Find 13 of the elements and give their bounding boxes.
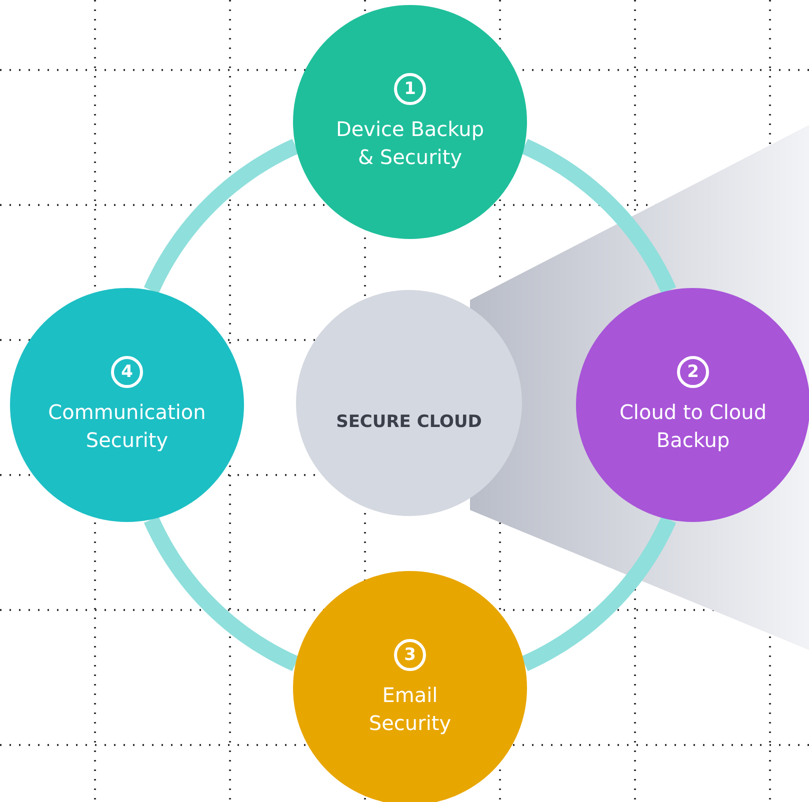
ring-arc bbox=[521, 516, 676, 672]
step-number: 1 bbox=[394, 73, 426, 105]
step-number: 4 bbox=[111, 356, 143, 388]
step-number: 2 bbox=[677, 356, 709, 388]
ring-arc bbox=[144, 516, 299, 672]
service-label: Device Backup & Security bbox=[334, 116, 486, 171]
center-label: SECURE CLOUD bbox=[336, 411, 482, 434]
ring-arc bbox=[521, 138, 676, 294]
service-label: Email Security bbox=[368, 682, 452, 737]
service-label: Cloud to Cloud Backup bbox=[618, 399, 768, 454]
step-number: 3 bbox=[394, 639, 426, 671]
ring-arc bbox=[144, 138, 299, 294]
service-label: Communication Security bbox=[47, 399, 207, 454]
